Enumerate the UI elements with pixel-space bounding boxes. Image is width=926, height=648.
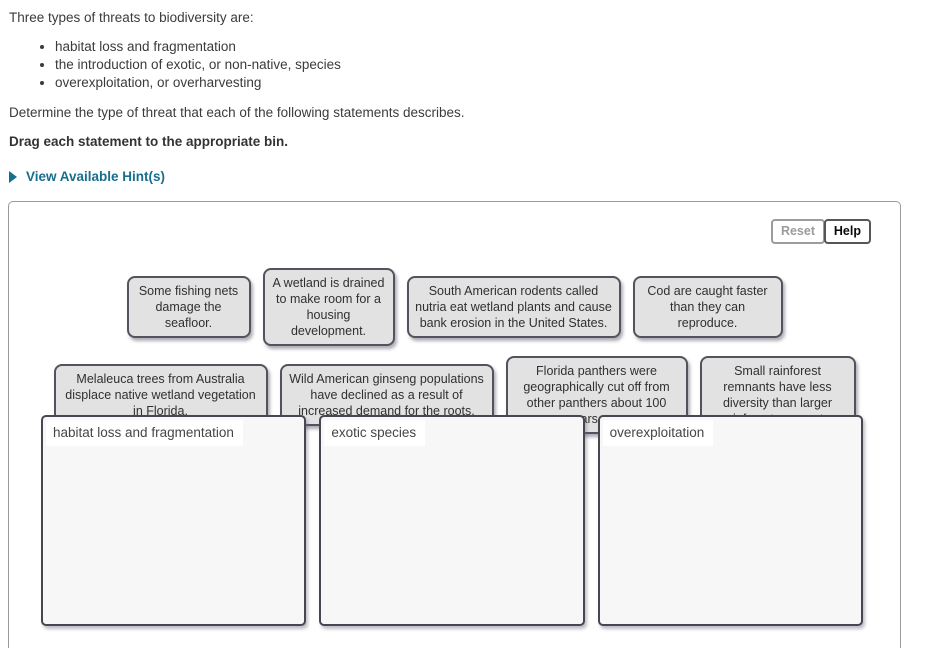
bullet-item-habitat-loss: habitat loss and fragmentation: [55, 39, 926, 54]
view-hints-label: View Available Hint(s): [26, 169, 166, 184]
help-button[interactable]: Help: [823, 219, 871, 244]
chip-row-1: Some fishing nets damage the seafloor. A…: [126, 268, 783, 346]
statement-chip-wetland-drained[interactable]: A wetland is drained to make room for a …: [262, 268, 395, 346]
bin-label-habitat-loss: habitat loss and fragmentation: [46, 420, 243, 446]
bins-row: habitat loss and fragmentation exotic sp…: [41, 415, 863, 626]
statement-chip-cod[interactable]: Cod are caught faster than they can repr…: [632, 276, 783, 338]
right-triangle-icon: [9, 170, 17, 183]
statement-chips-area: Some fishing nets damage the seafloor. A…: [9, 268, 900, 434]
view-hints-toggle[interactable]: View Available Hint(s): [9, 169, 926, 184]
bullet-item-exotic-species: the introduction of exotic, or non-nativ…: [55, 57, 926, 72]
drag-instruction: Drag each statement to the appropriate b…: [9, 134, 289, 149]
intro-text: Three types of threats to biodiversity a…: [9, 10, 254, 25]
bin-overexploitation[interactable]: overexploitation: [597, 415, 863, 626]
bin-exotic-species[interactable]: exotic species: [319, 415, 585, 626]
bin-label-exotic-species: exotic species: [324, 420, 426, 446]
bullet-item-overexploitation: overexploitation, or overharvesting: [55, 75, 926, 90]
threat-bullet-list: habitat loss and fragmentation the intro…: [9, 39, 926, 90]
bin-label-overexploitation: overexploitation: [602, 420, 714, 446]
instructions-block: Three types of threats to biodiversity a…: [0, 0, 926, 149]
statement-chip-fishing-nets[interactable]: Some fishing nets damage the seafloor.: [126, 276, 251, 338]
activity-panel: Reset Help Some fishing nets damage the …: [8, 201, 901, 648]
determine-text: Determine the type of threat that each o…: [9, 105, 465, 120]
statement-chip-nutria[interactable]: South American rodents called nutria eat…: [406, 276, 621, 338]
reset-button[interactable]: Reset: [770, 219, 825, 244]
bin-habitat-loss[interactable]: habitat loss and fragmentation: [41, 415, 307, 626]
